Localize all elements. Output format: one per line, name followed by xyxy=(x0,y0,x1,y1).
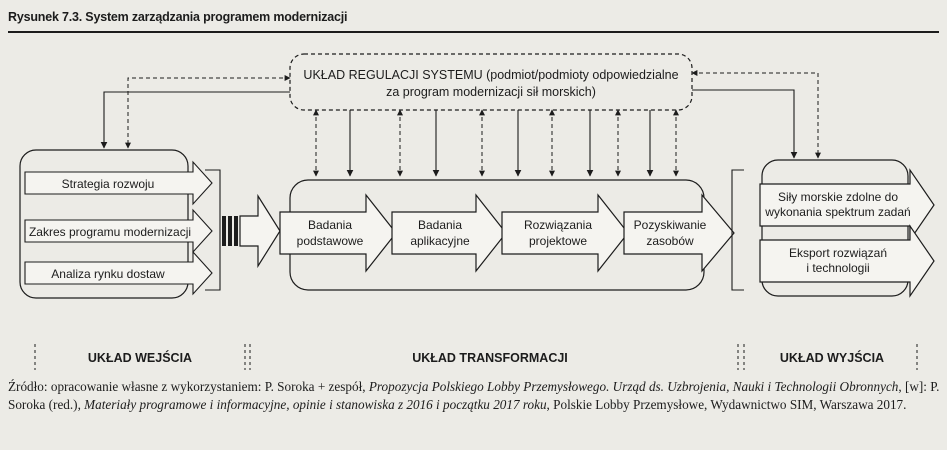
source-text-3: , Polskie Lobby Przemysłowe, Wydawnictwo… xyxy=(546,397,907,412)
output-arrow-2: Eksport rozwiązań i technologii xyxy=(759,224,935,298)
regulation-box xyxy=(289,53,693,111)
stage-arrow-3: Rozwiązania projektowe xyxy=(501,193,629,273)
output-1-line-2: wykonania spektrum zadań xyxy=(764,205,910,219)
connector-arrow xyxy=(222,193,281,269)
output-block xyxy=(761,159,909,297)
stage-4-line-2: zasobów xyxy=(646,234,694,248)
stage-2-line-1: Badania xyxy=(418,218,462,232)
feedback-right-dashed xyxy=(691,70,821,159)
control-arrows xyxy=(313,109,679,177)
title-rule xyxy=(8,31,939,33)
output-1-line-1: Siły morskie zdolne do xyxy=(778,190,898,204)
regulation-line-1: UKŁAD REGULACJI SYSTEMU (podmiot/podmiot… xyxy=(303,68,678,82)
source-note: Źródło: opracowanie własne z wykorzystan… xyxy=(8,378,942,414)
section-transform-label: UKŁAD TRANSFORMACJI xyxy=(412,351,568,365)
stage-1-line-2: podstawowe xyxy=(297,234,364,248)
input-bracket xyxy=(205,169,221,291)
input-arrow-1: Strategia rozwoju xyxy=(24,160,213,206)
stage-2-line-2: aplikacyjne xyxy=(410,234,470,248)
input-label-1: Strategia rozwoju xyxy=(62,177,155,191)
source-italic-2: Materiały programowe i informacyjne, opi… xyxy=(84,397,547,412)
output-bracket xyxy=(731,169,744,291)
stage-1-line-1: Badania xyxy=(308,218,352,232)
stage-3-line-2: projektowe xyxy=(529,234,587,248)
stage-3-line-1: Rozwiązania xyxy=(524,218,592,232)
regulation-line-2: za program modernizacji sił morskich) xyxy=(386,85,596,99)
figure-title: Rysunek 7.3. System zarządzania programe… xyxy=(8,10,348,24)
output-2-line-1: Eksport rozwiązań xyxy=(789,246,887,260)
source-text-1: Źródło: opracowanie własne z wykorzystan… xyxy=(8,379,369,394)
input-arrow-2: Zakres programu modernizacji xyxy=(24,208,213,254)
control-right-line xyxy=(692,89,798,159)
system-diagram: UKŁAD REGULACJI SYSTEMU (podmiot/podmiot… xyxy=(19,53,935,370)
stage-4-line-1: Pozyskiwanie xyxy=(634,218,707,232)
stage-arrow-4: Pozyskiwanie zasobów xyxy=(623,193,735,273)
source-italic-1: Propozycja Polskiego Lobby Przemysłowego… xyxy=(368,379,899,394)
stage-arrow-2: Badania aplikacyjne xyxy=(391,193,507,273)
section-dividers xyxy=(34,344,918,370)
section-output-label: UKŁAD WYJŚCIA xyxy=(780,350,884,365)
output-arrow-1: Siły morskie zdolne do wykonania spektru… xyxy=(759,168,935,242)
stage-arrow-1: Badania podstawowe xyxy=(279,193,397,273)
input-arrow-3: Analiza rynku dostaw xyxy=(24,250,213,296)
input-label-3: Analiza rynku dostaw xyxy=(51,267,165,281)
feedback-left-dashed xyxy=(125,75,291,149)
source-text-2: , [w]: P. Soroka (red.), xyxy=(8,379,940,412)
control-left-line xyxy=(100,91,290,149)
input-label-2: Zakres programu modernizacji xyxy=(29,225,191,239)
section-input-label: UKŁAD WEJŚCIA xyxy=(88,350,192,365)
output-2-line-2: i technologii xyxy=(806,261,869,275)
